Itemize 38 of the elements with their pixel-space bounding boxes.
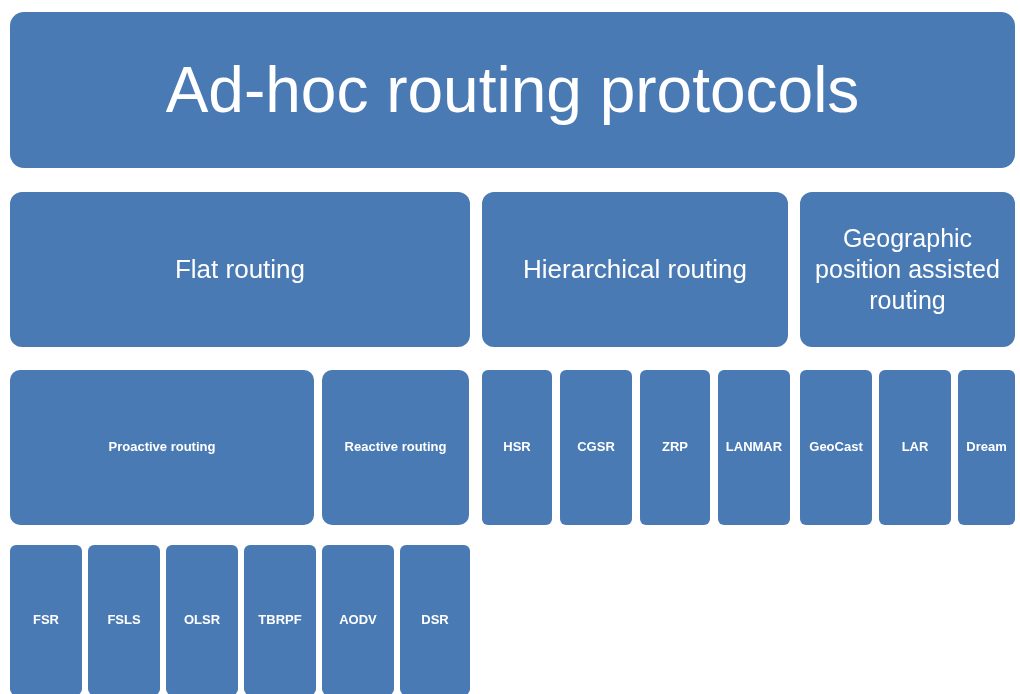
node-label: LANMAR	[725, 439, 783, 456]
category-box	[10, 192, 470, 347]
subcategory-box	[322, 370, 469, 525]
protocol-box	[640, 370, 710, 525]
node-label: CGSR	[577, 439, 615, 456]
protocol-box	[718, 370, 790, 525]
node-label: Hierarchical routing	[523, 253, 747, 286]
node-label: GeoCast	[809, 439, 863, 456]
category-box	[482, 192, 788, 347]
protocol-box	[88, 545, 160, 694]
protocol-box	[10, 545, 82, 694]
node-label: DSR	[421, 611, 449, 629]
protocol-box	[166, 545, 238, 694]
node-label: OLSR	[183, 611, 221, 629]
node-label: ZRP	[662, 439, 688, 456]
category-box	[800, 192, 1015, 347]
node-label: Geographic position assisted routing	[814, 222, 1001, 317]
node-label: Reactive routing	[344, 439, 447, 456]
node-label: AODV	[339, 611, 377, 629]
protocol-box	[800, 370, 872, 525]
protocol-box	[322, 545, 394, 694]
node-label: FSLS	[107, 611, 141, 629]
protocol-box	[958, 370, 1015, 525]
protocol-box	[244, 545, 316, 694]
node-label: Dream	[966, 439, 1007, 456]
protocol-box	[482, 370, 552, 525]
protocol-box	[400, 545, 470, 694]
node-label: Flat routing	[174, 253, 306, 286]
node-label: HSR	[503, 439, 531, 456]
protocol-box	[879, 370, 951, 525]
node-label: LAR	[901, 439, 929, 456]
protocol-box	[560, 370, 632, 525]
heading-box	[10, 12, 1015, 168]
node-label: Ad-hoc routing protocols	[165, 53, 860, 128]
node-label: Proactive routing	[108, 439, 216, 456]
node-label: FSR	[33, 611, 59, 629]
subcategory-box	[10, 370, 314, 525]
node-label: TBRPF	[258, 611, 302, 629]
